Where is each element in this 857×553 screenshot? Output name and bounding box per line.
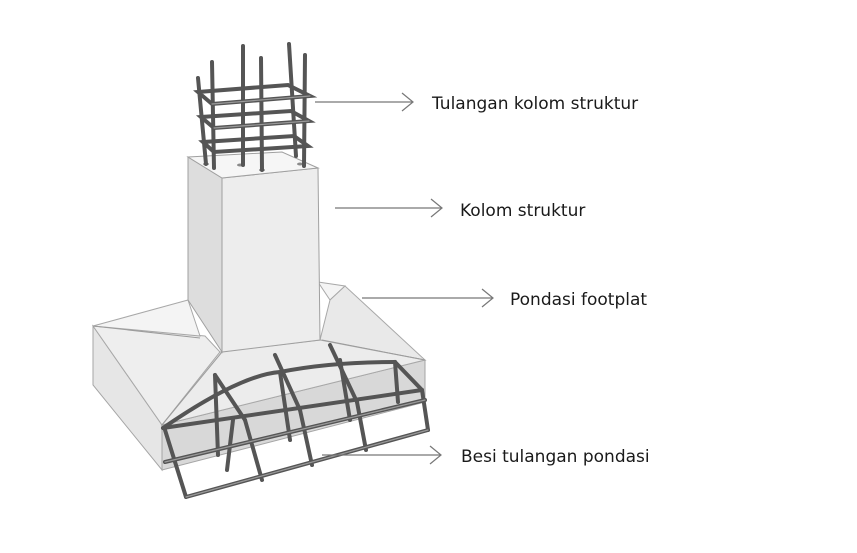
label-footplate: Pondasi footplat <box>510 290 647 310</box>
foundation-rebar-highlight <box>185 429 429 498</box>
foundation-rebar-transverse <box>393 360 424 392</box>
column-rebar-stirrup-lower <box>198 133 314 155</box>
column-top-rebar-hole <box>297 162 303 166</box>
foundation-rebar-top-bar <box>161 388 424 430</box>
foundation-rebar-chair <box>163 428 188 499</box>
foundation-rebar-inner-bar <box>338 358 352 422</box>
foundation-rebar-rear-post <box>393 360 400 404</box>
callout-column: Kolom struktur <box>335 198 585 221</box>
arrow-head <box>401 92 414 112</box>
column <box>186 151 321 354</box>
column-rebar-highlight <box>213 120 310 129</box>
foundation-rebar-inner-bar <box>278 370 292 442</box>
foundation-rebar-rear-post <box>225 418 235 472</box>
footplate-slope-back <box>92 299 201 337</box>
foundation-rebar-transverse <box>273 353 302 412</box>
foundation-rebar-cage <box>161 343 430 499</box>
foundation-rebar-highlight <box>164 399 426 463</box>
callout-foundation-rebar: Besi tulangan pondasi <box>322 445 650 467</box>
foundation-rebar-chair <box>420 388 430 432</box>
column-front-face <box>221 167 321 353</box>
footplate-ridge-1 <box>92 325 201 339</box>
column-rebar-highlight <box>211 95 311 105</box>
callout-column-rebar: Tulangan kolom struktur <box>315 92 638 114</box>
foundation-rebar-rear-post <box>213 373 220 457</box>
column-rebar-vertical <box>302 53 307 168</box>
foundation-rebar-chair <box>243 418 264 482</box>
label-column-rebar: Tulangan kolom struktur <box>431 94 638 114</box>
callout-footplate: Pondasi footplat <box>362 288 647 310</box>
footplate-ridge-2 <box>161 351 223 426</box>
foundation-rebar-chair <box>298 408 314 467</box>
arrow-head <box>430 198 443 218</box>
foundation-rebar-chair <box>355 400 368 452</box>
label-column: Kolom struktur <box>460 201 585 221</box>
foundation-rebar-transverse <box>213 373 247 422</box>
label-foundation-rebar: Besi tulangan pondasi <box>461 447 650 467</box>
footplate-ridge-3 <box>321 339 426 361</box>
arrow-head <box>481 288 494 308</box>
arrow-head <box>429 445 442 465</box>
column-top-face <box>186 151 320 179</box>
column-rebar-cage <box>193 42 318 172</box>
